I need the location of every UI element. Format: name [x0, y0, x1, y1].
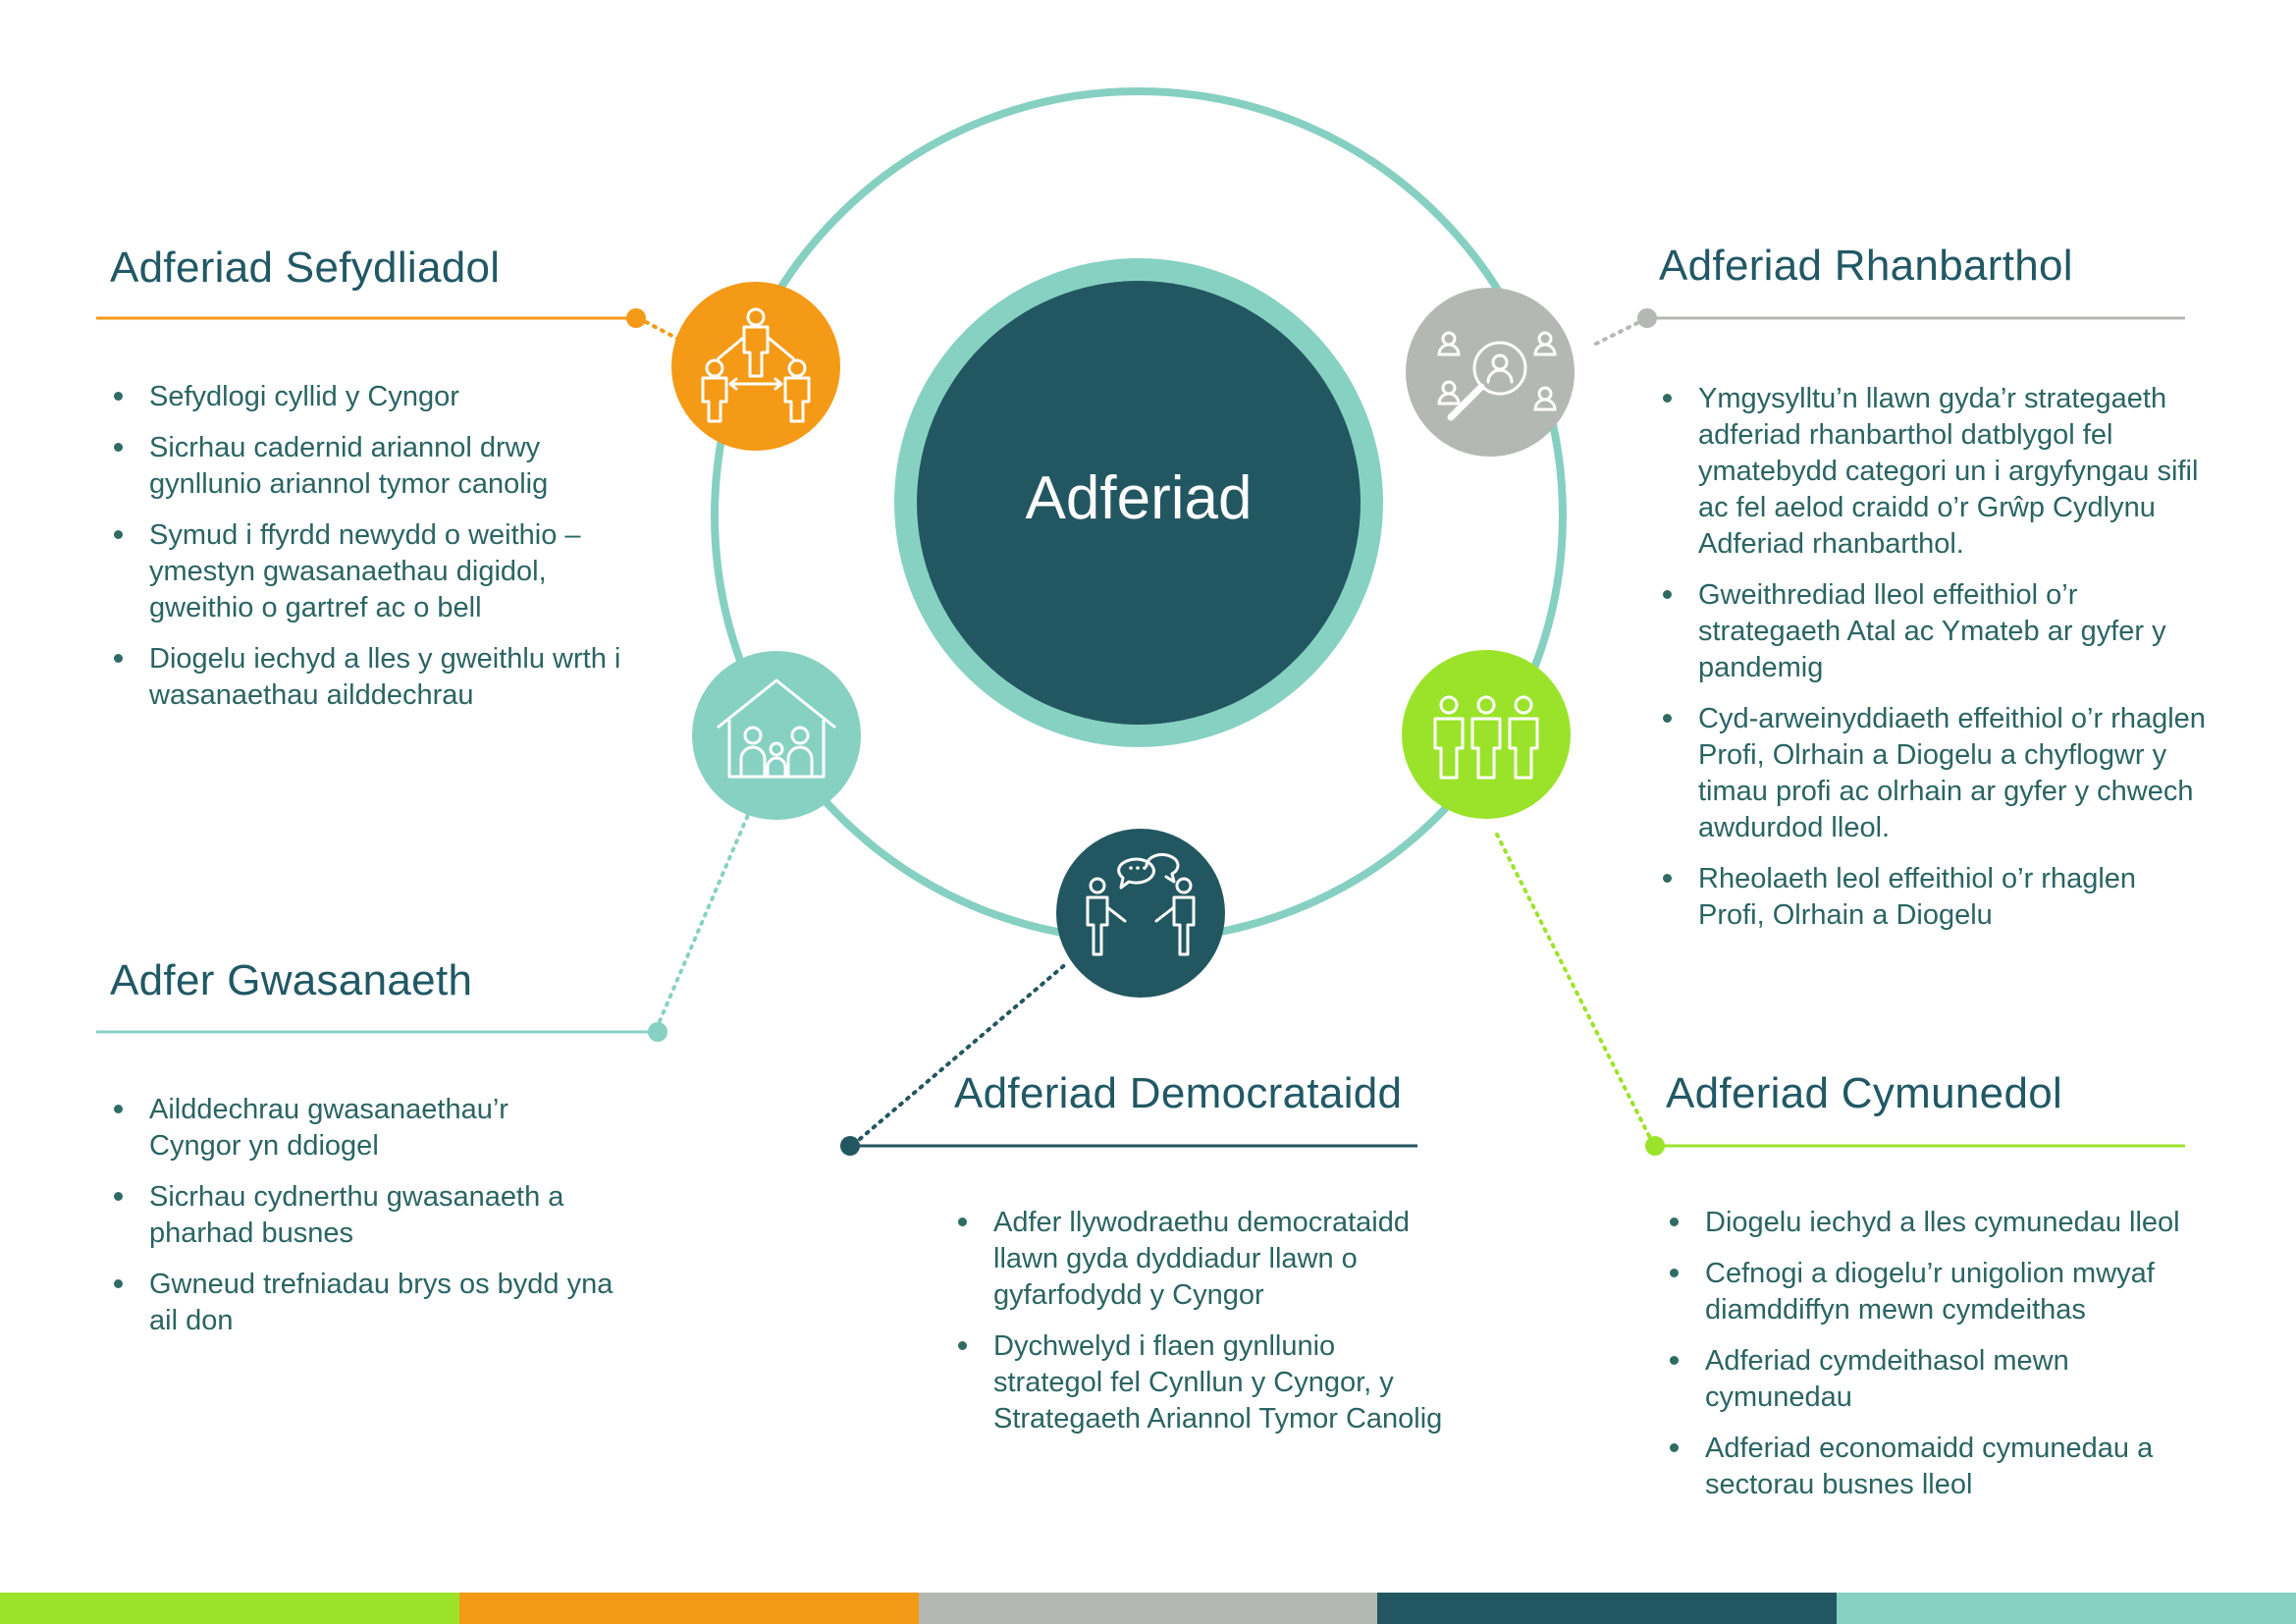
list-item: Rheolaeth leol effeithiol o’r rhaglen Pr…	[1659, 861, 2189, 934]
house-family-icon	[692, 651, 861, 820]
connector-regional	[1590, 308, 2185, 348]
conversation-icon	[1056, 829, 1225, 998]
bar-segment-orange	[458, 1593, 919, 1624]
connector-democratic	[840, 960, 1417, 1156]
organisation-people-icon	[671, 282, 840, 451]
community-people-icon	[1402, 650, 1571, 819]
section-organisational: Adferiad Sefydliadol Sefydlogi cyllid y …	[110, 244, 660, 729]
list-item: Adferiad economaidd cymunedau a sectorau…	[1666, 1431, 2216, 1503]
magnifier-people-icon	[1406, 288, 1575, 457]
list-item: Gwneud trefniadau brys os bydd yna ail d…	[110, 1267, 630, 1339]
bar-segment-lime	[0, 1593, 459, 1624]
bar-segment-light-teal	[1837, 1593, 2296, 1624]
bar-segment-dark-teal	[1377, 1593, 1838, 1624]
list-item: Adfer llywodraethu democrataidd llawn gy…	[954, 1205, 1435, 1314]
list-item: Dychwelyd i flaen gynllunio strategol fe…	[954, 1328, 1445, 1437]
list-item: Diogelu iechyd a lles cymunedau lleol	[1666, 1205, 2196, 1241]
list-item: Cyd-arweinyddiaeth effeithiol o’r rhagle…	[1659, 701, 2209, 846]
bullet-list: Diogelu iechyd a lles cymunedau lleol Ce…	[1666, 1205, 2216, 1503]
center-title: Adferiad	[1025, 464, 1253, 532]
bullet-list: Adfer llywodraethu democrataidd llawn gy…	[954, 1205, 1465, 1437]
connector-community	[1492, 827, 2185, 1156]
list-item: Adferiad cymdeithasol mewn cymunedau	[1666, 1343, 2176, 1416]
bullet-list: Sefydlogi cyllid y Cyngor Sicrhau cadern…	[110, 379, 660, 714]
list-item: Sicrhau cadernid ariannol drwy gynllunio…	[110, 430, 611, 503]
list-item: Gweithrediad lleol effeithiol o’r strate…	[1659, 577, 2189, 686]
bar-segment-grey	[918, 1593, 1378, 1624]
list-item: Sicrhau cydnerthu gwasanaeth a pharhad b…	[110, 1179, 571, 1252]
section-regional: Adferiad Rhanbarthol Ymgysylltu’n llawn …	[1659, 242, 2209, 948]
footer-color-bar	[0, 1593, 2296, 1624]
section-title: Adferiad Sefydliadol	[110, 244, 501, 292]
section-democratic: Adferiad Democrataidd Adfer llywodraethu…	[954, 1069, 1465, 1452]
section-title: Adferiad Democrataidd	[954, 1069, 1403, 1117]
section-title: Adferiad Rhanbarthol	[1659, 242, 2073, 290]
connector-service	[96, 813, 750, 1042]
list-item: Symud i ffyrdd newydd o weithio – ymesty…	[110, 517, 611, 626]
bullet-list: Ailddechrau gwasanaethau’r Cyngor yn ddi…	[110, 1092, 660, 1339]
bullet-list: Ymgysylltu’n llawn gyda’r strategaeth ad…	[1659, 381, 2209, 934]
section-title: Adferiad Cymunedol	[1666, 1069, 2063, 1117]
list-item: Ailddechrau gwasanaethau’r Cyngor yn ddi…	[110, 1092, 571, 1164]
list-item: Diogelu iechyd a lles y gweithlu wrth i …	[110, 641, 660, 714]
list-item: Sefydlogi cyllid y Cyngor	[110, 379, 611, 415]
section-community: Adferiad Cymunedol Diogelu iechyd a lles…	[1666, 1069, 2216, 1518]
section-service: Adfer Gwasanaeth Ailddechrau gwasanaetha…	[110, 956, 660, 1354]
section-title: Adfer Gwasanaeth	[110, 956, 473, 1004]
center-disc	[917, 281, 1361, 725]
list-item: Ymgysylltu’n llawn gyda’r strategaeth ad…	[1659, 381, 2209, 563]
list-item: Cefnogi a diogelu’r unigolion mwyaf diam…	[1666, 1256, 2216, 1328]
